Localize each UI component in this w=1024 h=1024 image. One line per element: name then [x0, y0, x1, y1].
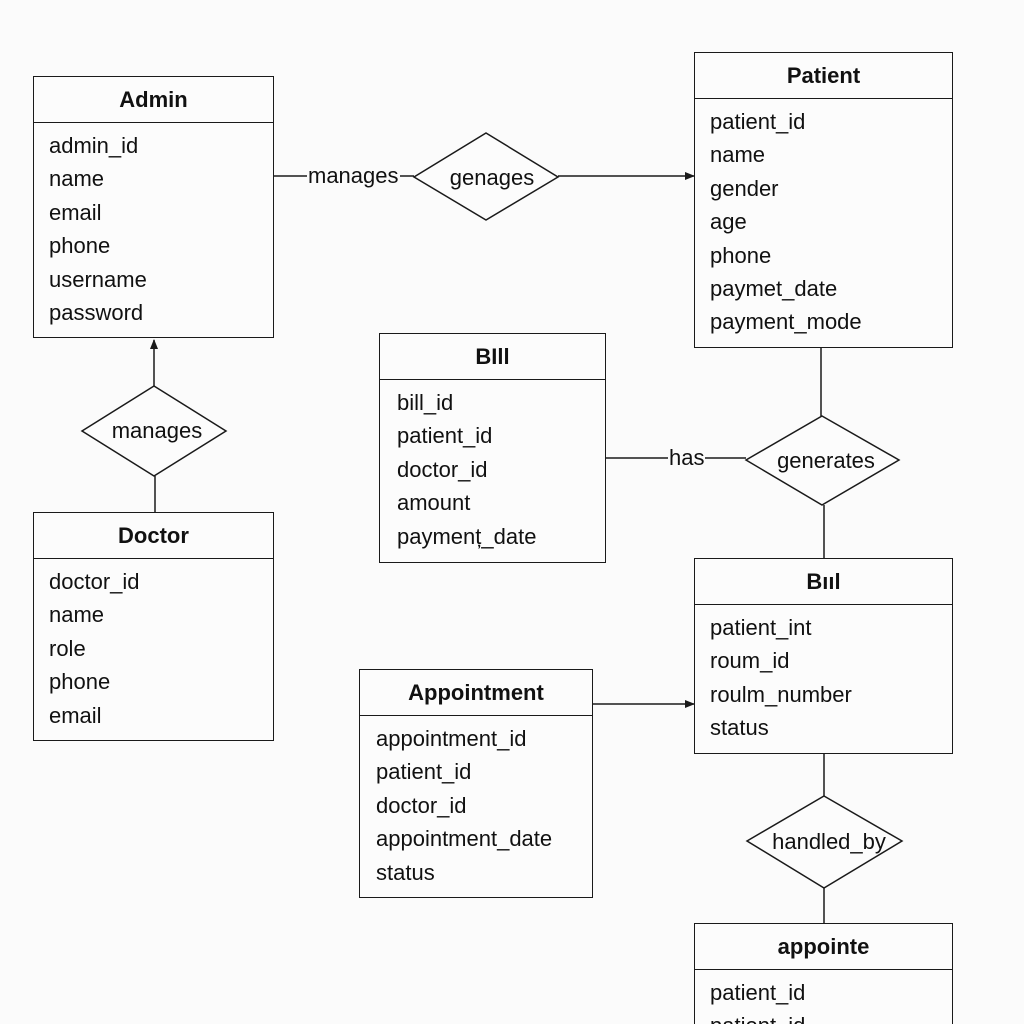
attribute: doctor_id: [397, 456, 488, 482]
attribute: phone: [710, 242, 772, 268]
entity-room-title: Bııl: [695, 559, 952, 605]
entity-appointe-title: appointe: [695, 924, 952, 970]
entity-bill-attributes: bill_id patient_id doctor_id amount paym…: [380, 380, 605, 553]
entity-patient: Patient patient_id name gender age phone…: [694, 52, 953, 348]
entity-bill-title: BIll: [380, 334, 605, 380]
attribute: roum_id: [710, 648, 790, 674]
line-label-manages: manages: [307, 163, 400, 189]
attribute: email: [49, 199, 102, 225]
relationship-manages-label: manages: [112, 418, 203, 443]
attribute: username: [49, 266, 147, 292]
entity-appointment-attributes: appointment_id patient_id doctor_id appo…: [360, 716, 592, 889]
entity-doctor: Doctor doctor_id name role phone email: [33, 512, 274, 741]
attribute: patient_id: [397, 423, 493, 449]
attribute: role: [49, 635, 86, 661]
relationship-handled-by-label: handled_by: [772, 829, 886, 854]
entity-admin-attributes: admin_id name email phone username passw…: [34, 123, 273, 329]
attribute: doctor_id: [376, 792, 467, 818]
attribute: phone: [49, 233, 111, 259]
entity-appointment-title: Appointment: [360, 670, 592, 716]
attribute: payment_mode: [710, 309, 862, 335]
entity-appointment: Appointment appointment_id patient_id do…: [359, 669, 593, 898]
relationship-generates: generates: [744, 415, 901, 506]
entity-room: Bııl patient_int roum_id roulm_number st…: [694, 558, 953, 754]
attribute: paymenț_date: [397, 523, 537, 549]
relationship-manages: manages: [80, 385, 228, 477]
attribute: amount: [397, 490, 471, 516]
entity-admin-title: Admin: [34, 77, 273, 123]
attribute: name: [49, 602, 105, 628]
entity-admin: Admin admin_id name email phone username…: [33, 76, 274, 338]
attribute: patient_id: [710, 1009, 952, 1024]
attribute: status: [710, 715, 769, 741]
relationship-handled-by: handled_by: [745, 795, 904, 889]
attribute: appointment_id: [376, 726, 527, 751]
entity-room-attributes: patient_int roum_id roulm_number status: [695, 605, 952, 745]
attribute: appointment_date: [376, 826, 553, 852]
attribute: patient_id: [710, 980, 806, 1005]
attribute: gender: [710, 175, 779, 201]
attribute: status: [376, 859, 435, 885]
attribute: email: [49, 702, 102, 728]
attribute: name: [710, 142, 766, 168]
attribute: patient_id: [710, 109, 806, 134]
entity-doctor-title: Doctor: [34, 513, 273, 559]
attribute: patient_int: [710, 615, 812, 640]
attribute: patient_id: [376, 759, 472, 785]
attribute: paymet_date: [710, 275, 838, 301]
attribute: doctor_id: [49, 569, 140, 594]
attribute: admin_id: [49, 133, 139, 158]
attribute: password: [49, 299, 144, 325]
attribute: name: [49, 166, 105, 192]
relationship-generates-label: generates: [777, 448, 875, 473]
entity-bill: BIll bill_id patient_id doctor_id amount…: [379, 333, 606, 563]
attribute: age: [710, 209, 747, 235]
attribute: bill_id: [397, 390, 454, 415]
entity-appointe: appointe patient_id patient_id: [694, 923, 953, 1024]
attribute: roulm_number: [710, 681, 852, 707]
entity-patient-attributes: patient_id name gender age phone paymet_…: [695, 99, 952, 339]
relationship-genages-label: genages: [450, 165, 534, 190]
relationship-genages: genages: [412, 132, 560, 221]
entity-appointe-attributes: patient_id patient_id: [695, 970, 952, 1024]
attribute: phone: [49, 669, 111, 695]
line-label-has: has: [668, 445, 706, 471]
entity-doctor-attributes: doctor_id name role phone email: [34, 559, 273, 732]
entity-patient-title: Patient: [695, 53, 952, 99]
